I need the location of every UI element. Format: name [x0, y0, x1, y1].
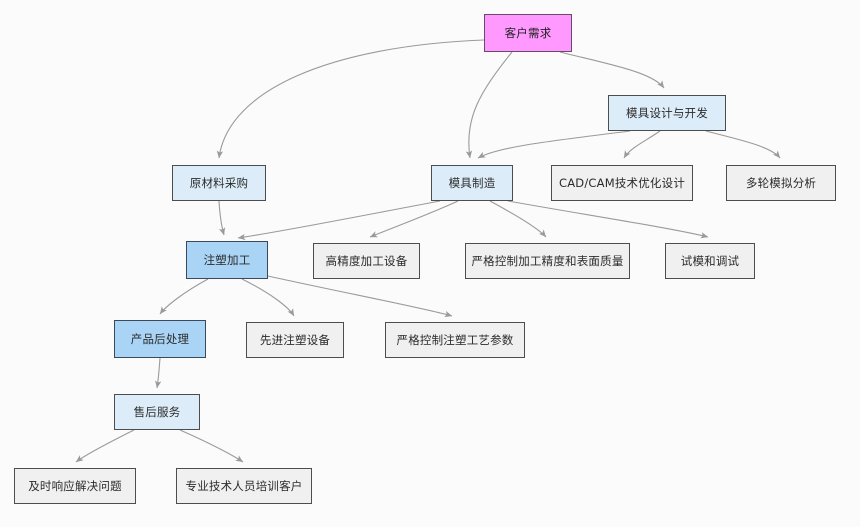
- node-label: 多轮模拟分析: [745, 175, 817, 190]
- node-n4[interactable]: 模具制造: [431, 165, 513, 201]
- node-n13[interactable]: 严格控制注塑工艺参数: [385, 322, 525, 358]
- node-n14[interactable]: 售后服务: [114, 394, 200, 430]
- node-label: 严格控制加工精度和表面质量: [471, 253, 624, 268]
- node-label: CAD/CAM技术优化设计: [558, 175, 686, 190]
- node-label: 先进注塑设备: [259, 332, 331, 347]
- node-label: 产品后处理: [130, 331, 190, 346]
- node-n6[interactable]: 多轮模拟分析: [726, 165, 836, 201]
- edge-n7-to-n12: [241, 278, 295, 317]
- node-label: 严格控制注塑工艺参数: [396, 332, 514, 347]
- node-label: 模具设计与开发: [626, 105, 708, 120]
- edge-n3-to-n7: [218, 200, 226, 236]
- node-label: 及时响应解决问题: [28, 478, 122, 493]
- node-label: 客户需求: [504, 25, 552, 40]
- node-label: 试模和调试: [680, 253, 740, 268]
- edge-n4-to-n7: [237, 200, 441, 241]
- node-n2[interactable]: 模具设计与开发: [608, 95, 726, 131]
- node-n15[interactable]: 及时响应解决问题: [14, 468, 136, 504]
- edge-n11-to-n14: [155, 357, 162, 389]
- node-label: 高精度加工设备: [325, 253, 408, 268]
- node-n7[interactable]: 注塑加工: [186, 241, 268, 279]
- node-label: 售后服务: [133, 404, 181, 419]
- edge-n1-to-n3: [216, 39, 485, 159]
- edge-n1-to-n2: [559, 51, 665, 89]
- node-n16[interactable]: 专业技术人员培训客户: [176, 468, 312, 504]
- node-label: 注塑加工: [203, 252, 251, 267]
- node-n9[interactable]: 严格控制加工精度和表面质量: [465, 243, 630, 279]
- node-n10[interactable]: 试模和调试: [665, 243, 755, 279]
- node-label: 专业技术人员培训客户: [185, 478, 303, 493]
- edge-n2-to-n6: [705, 130, 781, 159]
- node-n1[interactable]: 客户需求: [484, 14, 572, 52]
- node-n11[interactable]: 产品后处理: [114, 320, 206, 358]
- edge-n2-to-n5: [623, 130, 661, 159]
- edge-n4-to-n10: [507, 200, 709, 239]
- node-n8[interactable]: 高精度加工设备: [313, 243, 420, 279]
- node-label: 模具制造: [448, 175, 496, 190]
- edge-n14-to-n16: [179, 429, 244, 463]
- edge-n7-to-n13: [267, 275, 453, 318]
- edge-n4-to-n9: [489, 200, 547, 238]
- edge-n14-to-n15: [75, 429, 135, 463]
- node-n3[interactable]: 原材料采购: [172, 165, 266, 201]
- node-n5[interactable]: CAD/CAM技术优化设计: [551, 165, 693, 201]
- edge-n4-to-n8: [369, 200, 459, 238]
- edge-n2-to-n4: [477, 130, 631, 159]
- node-n12[interactable]: 先进注塑设备: [246, 322, 344, 358]
- node-label: 原材料采购: [189, 175, 249, 190]
- edge-n7-to-n11: [159, 278, 209, 315]
- edge-n1-to-n4: [465, 51, 513, 159]
